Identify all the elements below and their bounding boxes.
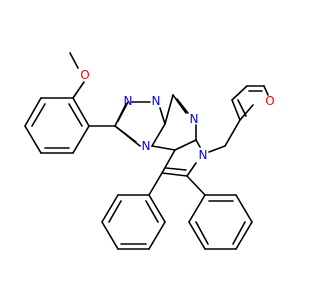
bond [232, 221, 246, 245]
bond [161, 172, 188, 177]
bond [164, 94, 174, 125]
nitrogen-label-n5: N [199, 148, 208, 162]
bond [68, 103, 83, 127]
bond [148, 221, 166, 250]
bond [101, 221, 119, 250]
bond [148, 194, 166, 223]
bond [188, 221, 206, 250]
nitrogen-label-n2: N [152, 94, 161, 108]
bond [176, 98, 189, 114]
bond [101, 194, 119, 223]
bond [72, 97, 90, 127]
bonds [24, 52, 269, 250]
bond [186, 162, 197, 177]
bond [188, 194, 206, 223]
bond [195, 221, 209, 245]
bond [172, 94, 187, 114]
bond [165, 167, 187, 171]
bond [235, 221, 253, 250]
oxygen-furan-label: O [265, 94, 274, 108]
bond [24, 97, 42, 127]
bond [72, 81, 85, 99]
bond [151, 123, 166, 147]
bond [231, 99, 241, 121]
nitrogen-label-n3: N [190, 112, 199, 126]
bond [174, 139, 197, 151]
nitrogen-label-n1: N [124, 94, 133, 108]
bond [145, 200, 159, 223]
bond [263, 85, 269, 96]
bond [235, 194, 253, 223]
bond [159, 107, 166, 125]
bond [186, 175, 206, 196]
bond [24, 125, 42, 154]
bond [195, 139, 201, 148]
bond [161, 149, 176, 174]
bond [117, 101, 129, 122]
structure-canvas: O O N N N N N [24, 52, 275, 250]
nitrogen-label-n4: N [142, 139, 151, 153]
bond [224, 119, 241, 147]
bond [108, 200, 122, 223]
oxygen-methoxy-label: O [80, 68, 89, 82]
bond [239, 104, 254, 121]
bond [231, 85, 248, 101]
bond [72, 125, 90, 154]
molecule-diagram: O O N N N N N [24, 52, 275, 250]
bond [208, 145, 226, 153]
bond [69, 52, 79, 69]
bond [237, 99, 247, 117]
bond [148, 172, 163, 196]
bond [31, 103, 46, 127]
bond [151, 145, 176, 151]
bond [114, 125, 137, 143]
